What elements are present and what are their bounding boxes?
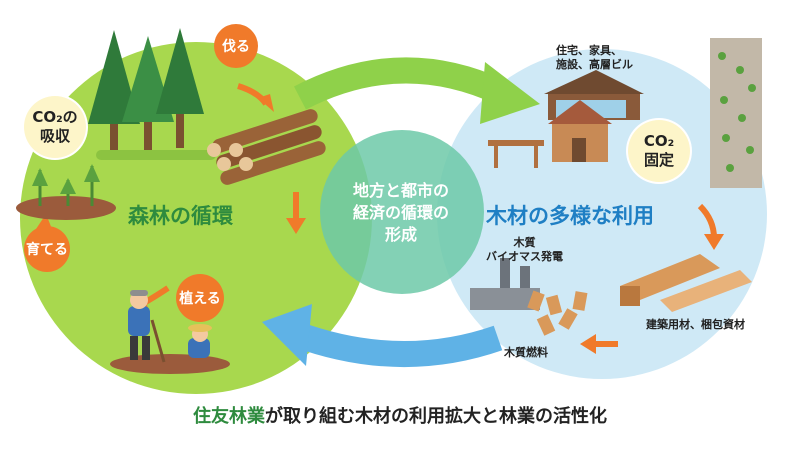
co2-absorb-bubble: CO₂の 吸収: [24, 96, 86, 158]
buildings: [488, 38, 762, 188]
lumber-stack: [620, 254, 752, 312]
planting-workers: [110, 290, 230, 374]
step-grow-bubble: 育てる: [24, 226, 70, 272]
center-line-1: 地方と都市の: [352, 181, 449, 200]
forest-cycle-title: 森林の循環: [128, 204, 233, 228]
co2-fix-line-1: CO₂: [643, 132, 675, 150]
caption: 住友林業が取り組む木材の利用拡大と林業の活性化: [0, 402, 800, 428]
co2-fix-bubble: CO₂ 固定: [628, 120, 690, 182]
step-cut-bubble: 伐る: [214, 24, 258, 68]
step-plant-bubble: 植える: [176, 274, 224, 322]
biomass-plant: [470, 258, 588, 336]
step-plant-label: 植える: [179, 291, 221, 307]
caption-text: が取り組む木材の利用拡大と林業の活性化: [265, 406, 607, 427]
center-overlap: [320, 130, 484, 294]
housing-label: 住宅、家具、 施設、高層ビル: [556, 44, 633, 72]
wood-use-title: 木材の多様な利用: [486, 204, 654, 228]
building-materials-label: 建築用材、梱包資材: [646, 318, 745, 331]
caption-company: 住友林業: [193, 406, 265, 427]
co2-absorb-line-1: CO₂の: [32, 108, 78, 126]
co2-absorb-line-2: 吸収: [39, 127, 70, 145]
co2-fix-line-2: 固定: [643, 151, 674, 169]
forest-trees: [88, 28, 216, 160]
housing-label-line-2: 施設、高層ビル: [556, 58, 633, 71]
housing-label-line-1: 住宅、家具、: [556, 44, 622, 57]
step-cut-label: 伐る: [222, 39, 250, 55]
log-pile: [207, 109, 326, 185]
center-line-2: 経済の循環の: [352, 203, 449, 222]
arrow-forest-to-wood: [294, 57, 540, 124]
biomass-label-line-2: バイオマス発電: [486, 250, 563, 263]
center-label: 地方と都市の 経済の循環の 形成: [322, 180, 480, 246]
arrow-wood-to-forest: [262, 304, 503, 368]
biomass-power-label: 木質 バイオマス発電: [486, 236, 563, 264]
wood-fuel-label: 木質燃料: [504, 346, 548, 359]
center-line-3: 形成: [384, 225, 417, 244]
biomass-label-line-1: 木質: [513, 236, 536, 249]
step-grow-label: 育てる: [26, 242, 68, 258]
seedlings: [16, 164, 116, 220]
